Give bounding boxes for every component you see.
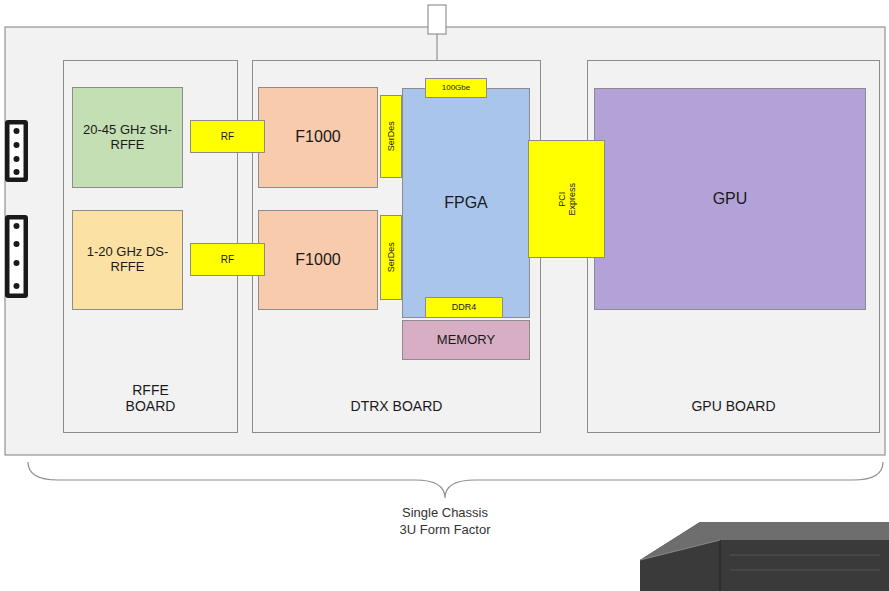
serdes-block: SerDes bbox=[380, 215, 402, 300]
rf-connector bbox=[5, 215, 28, 298]
pcie-interface: PCI Express bbox=[528, 140, 605, 258]
chassis-outline bbox=[5, 27, 885, 455]
board: GPU BOARD GPU bbox=[587, 60, 880, 433]
gpu-chip: GPU bbox=[594, 88, 866, 310]
board-label: DTRX BOARD bbox=[351, 398, 443, 414]
rf-frontend: 20-45 GHz SH-RFFE bbox=[72, 87, 183, 188]
box-label: RF bbox=[221, 254, 234, 266]
box-label: MEMORY bbox=[437, 333, 495, 348]
board-label: GPU BOARD bbox=[691, 398, 775, 414]
rf-frontend: 1-20 GHz DS-RFFE bbox=[72, 210, 183, 310]
network-port bbox=[428, 5, 446, 34]
box-label: SerDes bbox=[386, 121, 396, 151]
serdes-block: SerDes bbox=[380, 95, 402, 178]
caption-label: Single Chassis 3U Form Factor bbox=[395, 505, 495, 539]
brace bbox=[28, 462, 883, 498]
chassis-illustration bbox=[640, 522, 889, 591]
box-label: 100Gbe bbox=[442, 83, 470, 92]
box-label: F1000 bbox=[295, 251, 340, 269]
converter-chip: F1000 bbox=[258, 210, 378, 310]
fpga-chip: FPGA bbox=[402, 88, 530, 318]
rf-connector bbox=[5, 120, 28, 182]
box-label: PCI Express bbox=[556, 176, 577, 222]
board: DTRX BOARDF1000SerDesF1000SerDesFPGA100G… bbox=[252, 60, 541, 433]
box-label: 20-45 GHz SH-RFFE bbox=[78, 123, 178, 153]
box-label: 1-20 GHz DS-RFFE bbox=[78, 245, 178, 275]
board-label: RFFE BOARD bbox=[121, 382, 181, 414]
box-label: FPGA bbox=[444, 194, 488, 212]
ethernet-interface: 100Gbe bbox=[425, 78, 487, 98]
rf-interface: RF bbox=[190, 243, 265, 276]
box-label: RF bbox=[221, 131, 234, 143]
box-label: GPU bbox=[713, 190, 748, 208]
box-label: DDR4 bbox=[452, 302, 477, 312]
converter-chip: F1000 bbox=[258, 87, 378, 188]
memory-interface: DDR4 bbox=[425, 297, 503, 318]
box-label: SerDes bbox=[386, 242, 396, 272]
box-label: F1000 bbox=[295, 128, 340, 146]
rf-interface: RF bbox=[190, 120, 265, 153]
memory-block: MEMORY bbox=[402, 320, 530, 360]
